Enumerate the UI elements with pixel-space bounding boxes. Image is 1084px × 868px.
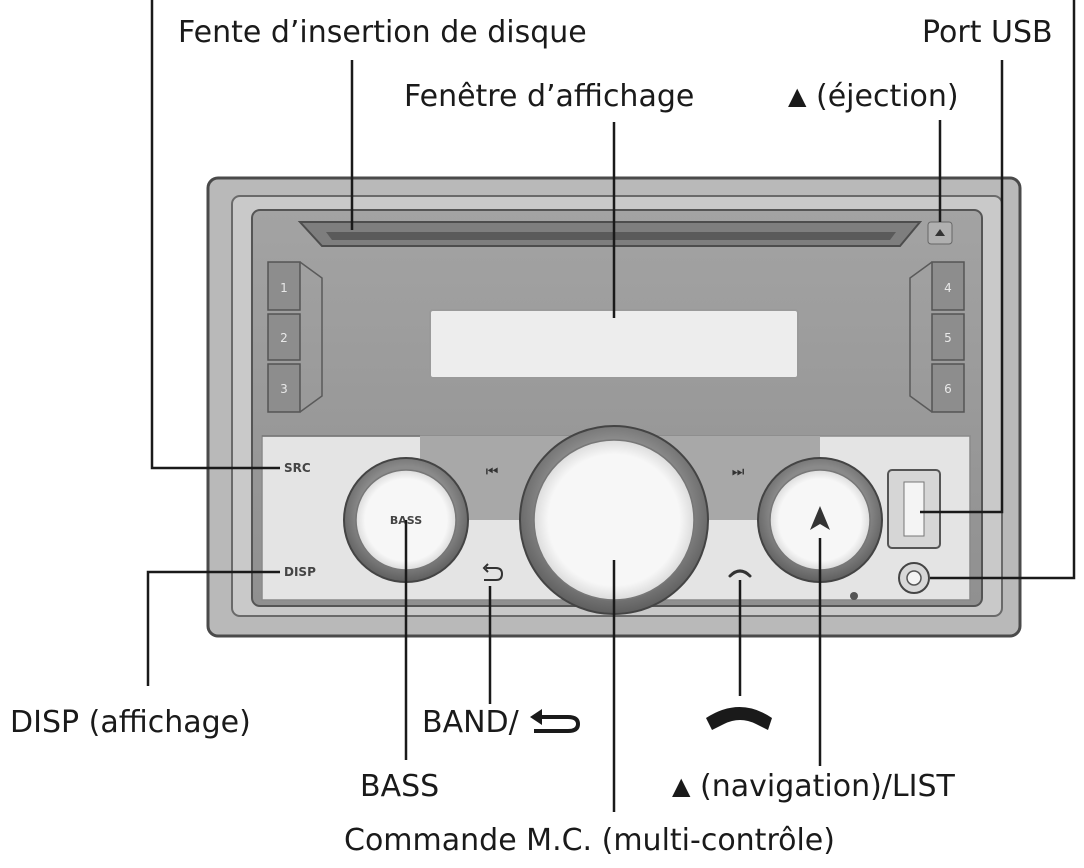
label-navigation-text: (navigation)/LIST xyxy=(700,769,955,804)
preset-label-1: 1 xyxy=(280,281,288,295)
display-window xyxy=(429,309,799,379)
label-disc-slot: Fente d’insertion de disque xyxy=(178,15,587,50)
phone-icon xyxy=(706,707,772,730)
label-usb-port: Port USB xyxy=(922,15,1053,50)
phone-small-icon[interactable] xyxy=(728,569,752,578)
preset-left-bevel xyxy=(299,261,323,413)
callout-usb-line xyxy=(920,60,1004,514)
preset-buttons-left: 1 2 3 xyxy=(267,261,323,413)
preset-label-4: 4 xyxy=(944,281,952,295)
label-mc-control: Commande M.C. (multi-contrôle) xyxy=(344,823,835,858)
preset-button-4[interactable] xyxy=(931,261,965,311)
usb-slot xyxy=(903,481,925,537)
nav-symbol-icon: ▲ xyxy=(672,772,691,800)
eject-symbol-icon: ▲ xyxy=(788,82,807,110)
label-display-window: Fenêtre d’affichage xyxy=(404,79,695,114)
preset-right-bevel xyxy=(909,261,933,413)
back-arrow-icon xyxy=(530,709,581,733)
label-eject-text: (éjection) xyxy=(816,79,959,114)
preset-button-5[interactable] xyxy=(931,313,965,361)
label-bass: BASS xyxy=(360,769,440,804)
eject-icon xyxy=(935,229,945,236)
label-eject: ▲ (éjection) xyxy=(788,82,959,112)
preset-buttons-right: 4 5 6 xyxy=(909,261,965,413)
label-band-text: BAND/ xyxy=(422,705,519,740)
callout-disp-line xyxy=(146,570,280,686)
disc-slot-opening xyxy=(326,232,896,240)
preset-button-2[interactable] xyxy=(267,313,301,361)
label-disp: DISP (affichage) xyxy=(10,705,251,740)
nav-arrow-icon xyxy=(810,506,830,530)
callout-aux-line xyxy=(930,0,1076,580)
aux-jack-inner xyxy=(906,570,922,586)
preset-label-6: 6 xyxy=(944,382,952,396)
prev-track-button[interactable]: ⏮ xyxy=(486,464,499,480)
callout-lines xyxy=(146,0,1076,812)
disp-button[interactable]: DISP xyxy=(284,565,316,579)
preset-label-3: 3 xyxy=(280,382,288,396)
preset-label-5: 5 xyxy=(944,331,952,345)
preset-button-1[interactable] xyxy=(267,261,301,311)
next-track-button[interactable]: ⏭ xyxy=(732,464,745,480)
band-back-icon[interactable] xyxy=(482,563,504,581)
callout-src-line xyxy=(150,0,280,470)
src-button[interactable]: SRC xyxy=(284,461,311,475)
preset-button-6[interactable] xyxy=(931,363,965,413)
preset-label-2: 2 xyxy=(280,331,288,345)
mic-hole xyxy=(850,592,858,600)
label-band: BAND/ xyxy=(422,708,582,738)
label-navigation: ▲ (navigation)/LIST xyxy=(672,772,955,802)
